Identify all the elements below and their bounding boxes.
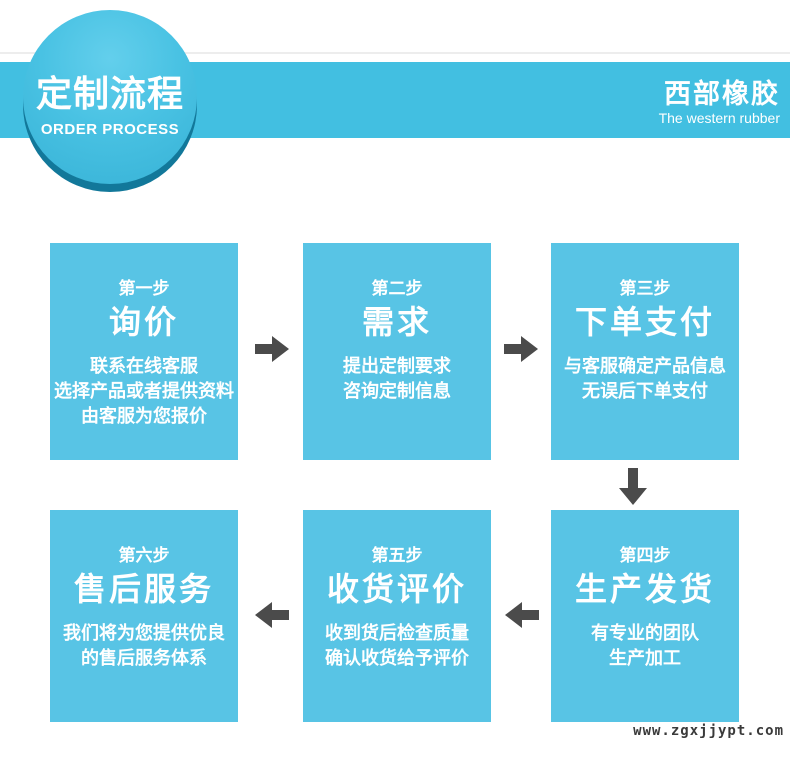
arrow-right-icon — [255, 335, 289, 363]
step-card-4: 第四步 生产发货 有专业的团队 生产加工 — [551, 510, 739, 722]
website-url: www.zgxjjypt.com — [633, 723, 784, 739]
step-title: 生产发货 — [574, 571, 715, 607]
step-description: 我们将为您提供优良 的售后服务体系 — [63, 623, 225, 668]
ribbon-top-shadow — [0, 52, 790, 54]
step-card-5: 第五步 收货评价 收到货后检查质量 确认收货给予评价 — [303, 510, 491, 722]
step-title: 售后服务 — [73, 571, 214, 607]
step-description: 与客服确定产品信息 无误后下单支付 — [564, 356, 726, 401]
step-number: 第五步 — [371, 546, 423, 565]
step-number: 第三步 — [619, 279, 671, 298]
step-title: 收货评价 — [326, 571, 467, 607]
brand: 西部橡胶 The western rubber — [659, 79, 780, 126]
step-description: 联系在线客服 选择产品或者提供资料 由客服为您报价 — [54, 356, 234, 426]
step-title: 询价 — [108, 304, 179, 340]
step-number: 第六步 — [118, 546, 170, 565]
arrow-down-icon — [619, 468, 647, 505]
arrow-left-icon — [255, 601, 289, 629]
step-title: 下单支付 — [574, 304, 715, 340]
step-description: 收到货后检查质量 确认收货给予评价 — [325, 623, 469, 668]
step-number: 第二步 — [371, 279, 423, 298]
step-description: 提出定制要求 咨询定制信息 — [343, 356, 451, 401]
arrow-right-icon — [504, 335, 538, 363]
arrow-left-icon — [505, 601, 539, 629]
step-card-3: 第三步 下单支付 与客服确定产品信息 无误后下单支付 — [551, 243, 739, 460]
step-number: 第一步 — [118, 279, 170, 298]
page-subtitle: ORDER PROCESS — [40, 120, 180, 138]
brand-name: 西部橡胶 — [664, 79, 780, 109]
step-title: 需求 — [361, 304, 432, 340]
step-card-6: 第六步 售后服务 我们将为您提供优良 的售后服务体系 — [50, 510, 238, 722]
step-card-2: 第二步 需求 提出定制要求 咨询定制信息 — [303, 243, 491, 460]
title-badge: 定制流程 ORDER PROCESS — [23, 10, 197, 184]
brand-name-english: The western rubber — [658, 110, 780, 126]
step-card-1: 第一步 询价 联系在线客服 选择产品或者提供资料 由客服为您报价 — [50, 243, 238, 460]
step-number: 第四步 — [619, 546, 671, 565]
page-title: 定制流程 — [35, 72, 184, 114]
step-description: 有专业的团队 生产加工 — [591, 623, 699, 668]
